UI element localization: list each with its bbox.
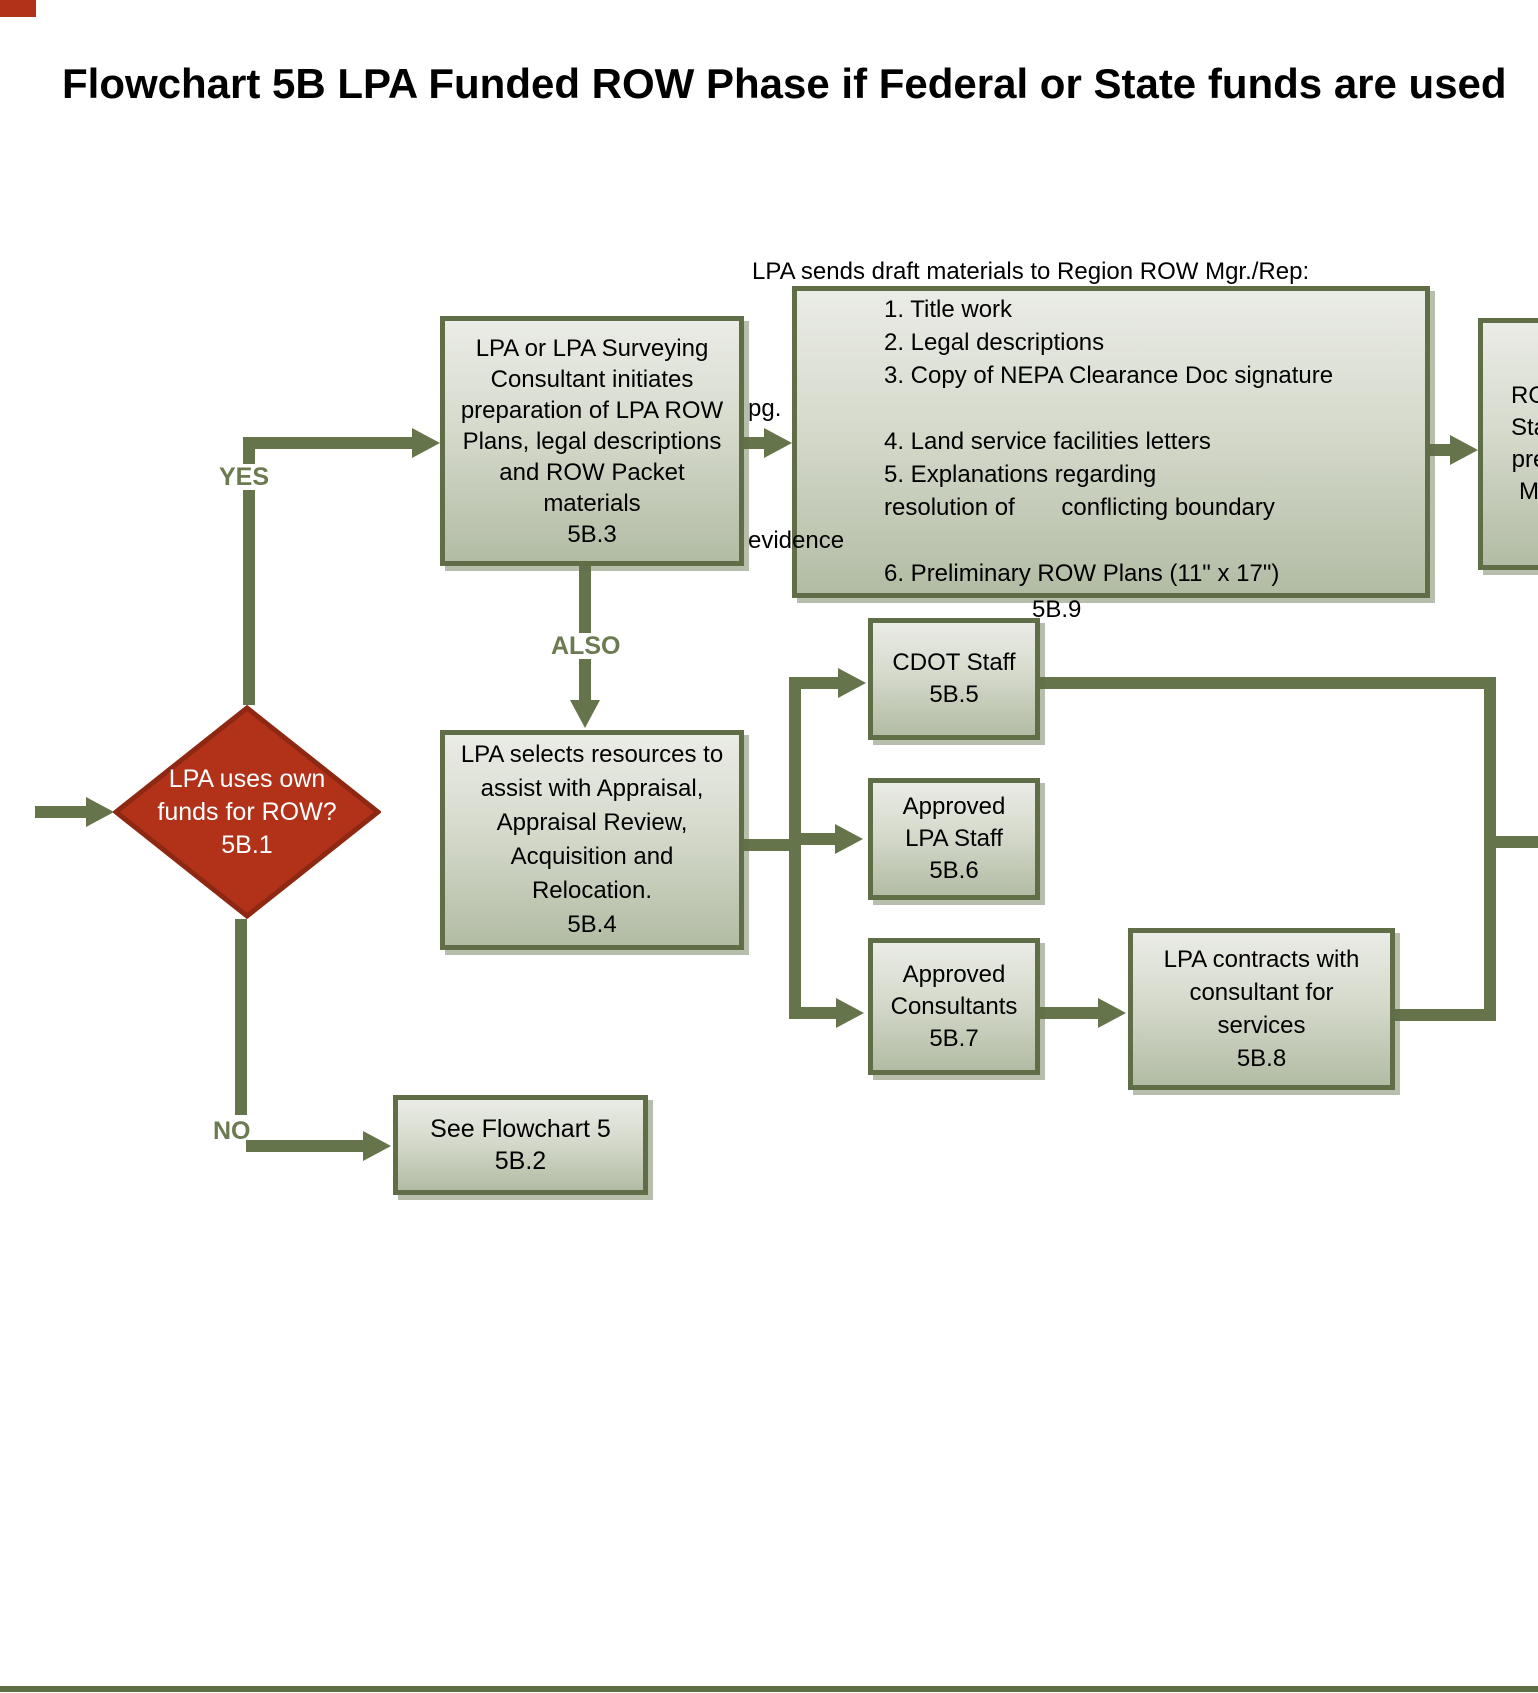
- connector-exit-right: [1490, 836, 1538, 848]
- box-5b9-tag: 5B.9: [1032, 596, 1082, 623]
- node-line: funds for ROW?: [157, 797, 337, 826]
- box-5b9-item: 4. Land service facilities letters: [884, 428, 1211, 455]
- connector-yes-horizontal: [243, 437, 412, 449]
- node-line: 5B.1: [221, 830, 273, 859]
- label-no: NO: [210, 1118, 254, 1144]
- node-line: LPA selects resources to: [460, 741, 724, 768]
- node-line: preparation of LPA ROW: [460, 396, 724, 424]
- node-box-5b6: Approved LPA Staff 5B.6: [868, 778, 1040, 900]
- connector-into-decision: [35, 806, 90, 818]
- arrowhead-5b3-to-5b9: [764, 428, 792, 458]
- connector-5b9-to-right: [1430, 444, 1452, 456]
- box-5b9-item: evidence: [748, 527, 845, 554]
- node-line: Sta: [1510, 414, 1538, 441]
- node-line: Plans, legal descriptions: [462, 427, 722, 455]
- node-line: 5B.4: [567, 911, 617, 938]
- connector-yes-vertical: [243, 437, 255, 705]
- node-line: LPA Staff: [905, 825, 1003, 852]
- connector-spine-to-5b7: [801, 1007, 838, 1019]
- connector-spine-vertical: [789, 677, 801, 1019]
- node-line: services: [1217, 1012, 1306, 1039]
- node-line: 5B.8: [1236, 1045, 1287, 1072]
- node-line: Acquisition and: [510, 843, 674, 870]
- box-5b9-item: 3. Copy of NEPA Clearance Doc signature: [884, 362, 1334, 389]
- connector-5b4-to-spine: [744, 839, 795, 851]
- connector-5b7-to-5b8: [1040, 1007, 1098, 1019]
- node-line: 5B.2: [494, 1147, 547, 1175]
- arrowhead-no: [363, 1131, 391, 1161]
- box-5b9-item: pg.: [748, 395, 782, 422]
- connector-5b5-out: [1040, 677, 1484, 689]
- arrowhead-also: [570, 700, 600, 728]
- node-line: assist with Appraisal,: [480, 775, 704, 802]
- node-line: RO: [1511, 382, 1538, 409]
- arrowhead-to-5b6: [835, 824, 863, 854]
- connector-spine-to-5b6: [801, 833, 837, 845]
- node-line: LPA or LPA Surveying: [475, 334, 709, 362]
- diamond-shape: [111, 704, 383, 920]
- connector-spine-to-5b5: [801, 677, 840, 689]
- bottom-divider: [0, 1686, 1538, 1692]
- node-line: See Flowchart 5: [430, 1115, 611, 1143]
- arrowhead-yes: [412, 428, 440, 458]
- node-line: consultant for: [1189, 979, 1334, 1006]
- node-line: pre: [1511, 446, 1538, 473]
- node-line: materials: [543, 489, 641, 517]
- node-line: Relocation.: [531, 877, 653, 904]
- node-line: 5B.6: [929, 857, 979, 884]
- box-5b9-item: 2. Legal descriptions: [884, 329, 1105, 356]
- node-box-5b4: LPA selects resources to assist with App…: [440, 730, 744, 950]
- arrowhead-into-decision: [86, 797, 114, 827]
- decision-text: LPA uses own funds for ROW? 5B.1: [113, 705, 381, 919]
- connector-no-vertical: [235, 919, 247, 1115]
- node-line: 5B.7: [929, 1024, 979, 1052]
- page-corner-artifact: [0, 0, 36, 17]
- box-5b9-item: resolution of conflicting boundary: [884, 494, 1275, 521]
- arrowhead-to-5b5: [838, 668, 866, 698]
- arrowhead-to-5b8: [1098, 998, 1126, 1028]
- node-box-5b3: LPA or LPA Surveying Consultant initiate…: [440, 316, 744, 566]
- connector-5b3-to-5b9: [744, 437, 766, 449]
- arrowhead-to-5b7: [836, 998, 864, 1028]
- node-line: Consultant initiates: [490, 365, 694, 393]
- node-line: and ROW Packet: [499, 458, 685, 486]
- node-decision-5b1: LPA uses own funds for ROW? 5B.1: [111, 704, 383, 920]
- node-line: CDOT Staff: [892, 649, 1016, 676]
- box-5b9-heading: LPA sends draft materials to Region ROW …: [752, 258, 1310, 285]
- label-yes: YES: [216, 464, 273, 490]
- arrowhead-5b9-to-right: [1450, 435, 1478, 465]
- node-line: Consultants: [890, 992, 1018, 1020]
- node-line: 5B.5: [929, 681, 979, 708]
- node-line: LPA uses own: [168, 764, 326, 793]
- node-line: M: [1519, 478, 1538, 505]
- node-line: Approved: [902, 960, 1006, 988]
- box-5b9-item: 1. Title work: [884, 296, 1013, 323]
- connector-no-horizontal: [246, 1140, 363, 1152]
- node-line: Appraisal Review,: [496, 809, 688, 836]
- node-line: LPA contracts with: [1163, 946, 1360, 973]
- box-5b9-item: 5. Explanations regarding: [884, 461, 1157, 488]
- node-box-5b2: See Flowchart 5 5B.2: [393, 1095, 648, 1195]
- node-box-5b5: CDOT Staff 5B.5: [868, 618, 1040, 740]
- node-line: Approved: [902, 793, 1006, 820]
- node-box-5b7: Approved Consultants 5B.7: [868, 938, 1040, 1075]
- connector-right-spine: [1484, 677, 1496, 1021]
- node-line: 5B.3: [567, 520, 617, 548]
- connector-5b8-out: [1395, 1009, 1490, 1021]
- node-box-right-cut: RO Sta pre M: [1478, 318, 1538, 570]
- page-title: Flowchart 5B LPA Funded ROW Phase if Fed…: [62, 60, 1507, 107]
- box-5b9-item: 6. Preliminary ROW Plans (11" x 17"): [884, 560, 1280, 587]
- label-also: ALSO: [548, 633, 624, 659]
- node-box-5b9: [792, 286, 1430, 598]
- node-box-5b8: LPA contracts with consultant for servic…: [1128, 928, 1395, 1090]
